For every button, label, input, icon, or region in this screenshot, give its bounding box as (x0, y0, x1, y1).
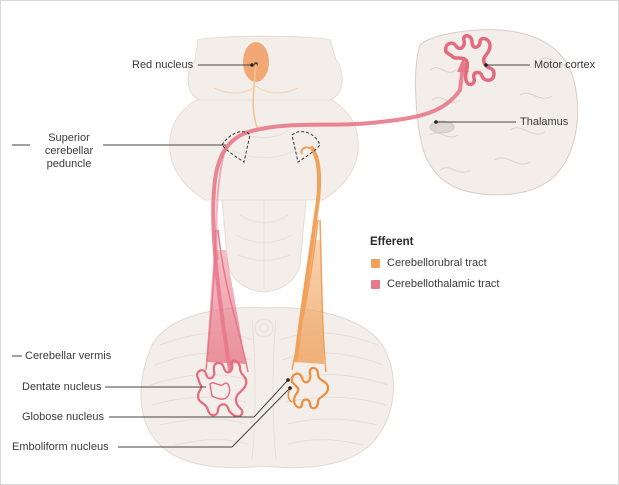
legend-item-cerebellothalamic: Cerebellothalamic tract (371, 278, 500, 290)
legend-label-cerebellorubral: Cerebellorubral tract (387, 257, 487, 269)
label-scp-line-3: peduncle (34, 158, 104, 171)
label-superior-cerebellar-peduncle: Superior cerebellar peduncle (34, 132, 104, 171)
legend-swatch-pink (371, 280, 380, 289)
legend-item-cerebellorubral: Cerebellorubral tract (371, 257, 487, 269)
label-motor-cortex: Motor cortex (534, 59, 595, 72)
label-dentate-nucleus: Dentate nucleus (22, 381, 102, 394)
label-emboliform-nucleus: Emboliform nucleus (12, 441, 109, 454)
label-scp-line-1: Superior (34, 132, 104, 145)
legend-swatch-orange (371, 259, 380, 268)
label-thalamus: Thalamus (520, 116, 568, 129)
label-red-nucleus: Red nucleus (132, 59, 193, 72)
cerebral-hemisphere (416, 30, 578, 195)
legend-title: Efferent (370, 236, 413, 248)
label-globose-nucleus: Globose nucleus (22, 411, 104, 424)
red-nucleus (243, 42, 269, 82)
label-cerebellar-vermis: Cerebellar vermis (25, 350, 111, 363)
cerebellum-outline (141, 308, 393, 468)
legend-label-cerebellothalamic: Cerebellothalamic tract (387, 278, 500, 290)
label-scp-line-2: cerebellar (34, 145, 104, 158)
